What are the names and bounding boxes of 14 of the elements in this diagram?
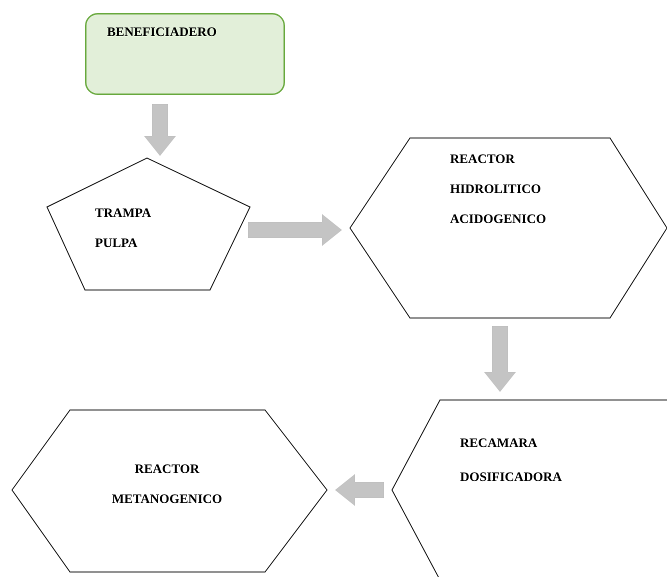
block-arrow <box>144 104 176 156</box>
block-arrow <box>248 214 342 246</box>
process-pentagon <box>47 158 250 290</box>
node-label: REACTOR HIDROLITICO ACIDOGENICO <box>450 150 548 228</box>
process-box <box>85 13 285 95</box>
block-arrow <box>484 326 516 392</box>
node-label: TRAMPA PULPA <box>95 204 152 252</box>
process-hexagon <box>392 400 667 577</box>
block-arrow <box>335 474 384 506</box>
process-hexagon <box>12 410 327 572</box>
node-label: BENEFICIADERO <box>107 23 218 41</box>
node-label: REACTOR METANOGENICO <box>110 460 224 508</box>
node-label: RECAMARA DOSIFICADORA <box>460 434 563 486</box>
process-hexagon <box>350 138 667 318</box>
